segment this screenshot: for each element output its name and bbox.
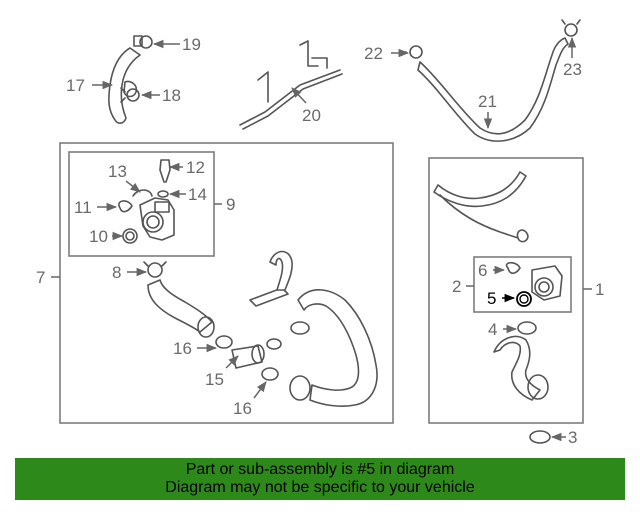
callout-13: 13 [108, 162, 127, 181]
banner-line-2: Diagram may not be specific to your vehi… [165, 479, 475, 496]
clamp-23[interactable] [561, 19, 581, 37]
info-banner: Part or sub-assembly is #5 in diagram Di… [15, 458, 625, 500]
callout-17: 17 [66, 76, 85, 95]
clamp-16-upper[interactable] [215, 335, 233, 349]
hose-large-box7[interactable] [289, 289, 378, 407]
callout-11: 11 [74, 198, 92, 217]
callout-3: 3 [568, 428, 577, 447]
clip-6[interactable] [505, 261, 521, 275]
pipe-20[interactable] [239, 40, 343, 130]
oring-5[interactable] [516, 291, 532, 307]
callout-6: 6 [478, 261, 487, 280]
assembly-box-7 [59, 142, 394, 424]
housing-2[interactable] [531, 265, 563, 301]
clamp-22[interactable] [401, 45, 423, 59]
clamp-16-lower[interactable] [261, 367, 279, 381]
sensor-12[interactable] [159, 159, 171, 183]
clamp-19[interactable] [133, 35, 153, 49]
clamp-right-box7[interactable] [266, 321, 310, 350]
oring-10[interactable] [122, 228, 138, 244]
callout-21: 21 [478, 92, 497, 111]
hose-17[interactable] [108, 47, 141, 124]
callout-20: 20 [302, 106, 321, 125]
housing-9[interactable] [139, 197, 175, 241]
hose-21[interactable] [417, 37, 569, 142]
callout-23: 23 [563, 60, 582, 79]
callout-1: 1 [595, 280, 604, 299]
callout-16-upper: 16 [173, 339, 192, 358]
clip-11[interactable] [118, 200, 133, 213]
callout-5: 5 [487, 289, 496, 308]
hose-lower-left[interactable] [147, 279, 215, 338]
callout-9: 9 [226, 195, 235, 214]
subassembly-box-2 [473, 256, 572, 313]
callout-2: 2 [452, 277, 461, 296]
hose-1-lower[interactable] [493, 335, 549, 401]
oring-14[interactable] [157, 190, 169, 198]
callout-16-lower: 16 [233, 399, 252, 418]
clamp-18[interactable] [120, 87, 140, 103]
callout-10: 10 [89, 227, 108, 246]
callout-7: 7 [36, 268, 45, 287]
hose-1-upper[interactable] [433, 171, 529, 243]
pipe-box7[interactable] [249, 250, 293, 307]
callout-18: 18 [162, 86, 181, 105]
callout-12: 12 [186, 158, 205, 177]
clamp-8[interactable] [143, 261, 167, 278]
clip-13[interactable] [132, 189, 153, 197]
callout-14: 14 [188, 185, 207, 204]
clamp-4[interactable] [517, 321, 537, 335]
callout-22: 22 [364, 44, 383, 63]
assembly-box-1 [428, 157, 584, 424]
clamp-3[interactable] [529, 430, 551, 444]
callout-19: 19 [182, 35, 201, 54]
callout-15: 15 [205, 370, 224, 389]
banner-line-1: Part or sub-assembly is #5 in diagram [185, 461, 455, 478]
callout-4: 4 [488, 320, 497, 339]
parts-diagram: 19 18 17 20 22 23 21 12 13 14 11 10 9 7 … [36, 19, 604, 447]
callout-8: 8 [112, 263, 121, 282]
